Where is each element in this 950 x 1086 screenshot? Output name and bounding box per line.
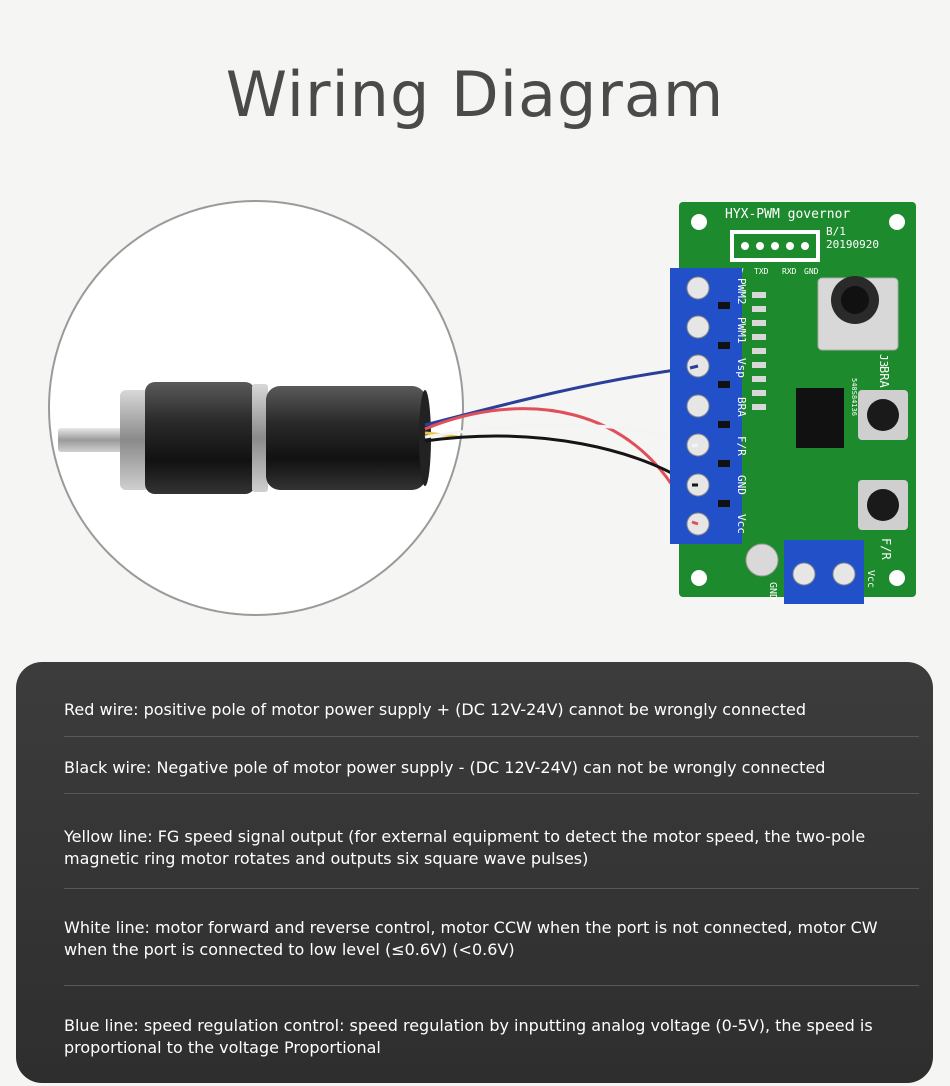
divider: [64, 888, 919, 889]
divider: [64, 736, 919, 737]
chip-label: 540S84136: [850, 378, 858, 416]
button-label-fr: F/R: [879, 538, 893, 560]
description-yellow-line: Yellow line: FG speed signal output (for…: [64, 827, 866, 868]
header-pin-txd: TXD: [754, 267, 769, 276]
wiring-diagram: HYX-PWM governor B/1 20190920 5V TXD RXD…: [48, 200, 916, 616]
terminal-label-fr: F/R: [735, 436, 748, 456]
description-black-wire: Black wire: Negative pole of motor power…: [64, 758, 826, 777]
connector-label: J3: [877, 354, 890, 367]
terminal-label-pwm1: PWM1: [735, 317, 748, 344]
terminal-label-bra: BRA: [735, 397, 748, 417]
pcb-board: HYX-PWM governor B/1 20190920 5V TXD RXD…: [670, 202, 916, 604]
terminal-label-vcc: Vcc: [735, 514, 748, 534]
board-revision: B/1: [826, 225, 846, 238]
wiring-figure: HYX-PWM governor B/1 20190920 5V TXD RXD…: [0, 150, 950, 650]
motor-illustration: [58, 382, 431, 494]
power-label-vcc: Vcc: [865, 570, 876, 588]
black-wire: [424, 434, 693, 487]
power-label-gnd: GND: [767, 582, 778, 600]
description-panel: Red wire: positive pole of motor power s…: [16, 662, 933, 1083]
page-title: Wiring Diagram: [225, 58, 725, 131]
board-date: 20190920: [826, 238, 879, 251]
description-blue-line: Blue line: speed regulation control: spe…: [64, 1016, 873, 1057]
button-label-bra: BRA: [877, 366, 891, 388]
terminal-label-gnd: GND: [735, 475, 748, 495]
terminal-label-vsp: Vsp: [735, 358, 748, 378]
divider: [64, 793, 919, 794]
board-name: HYX-PWM governor: [725, 207, 850, 222]
description-red-wire: Red wire: positive pole of motor power s…: [64, 700, 807, 719]
divider: [64, 985, 919, 986]
terminal-label-pwm2: PWM2: [735, 278, 748, 305]
red-wire: [424, 407, 694, 523]
wires: [424, 366, 694, 523]
description-white-line: White line: motor forward and reverse co…: [64, 918, 878, 959]
header-pin-gnd: GND: [804, 267, 819, 276]
header-pin-rxd: RXD: [782, 267, 797, 276]
white-wire: [424, 423, 693, 448]
